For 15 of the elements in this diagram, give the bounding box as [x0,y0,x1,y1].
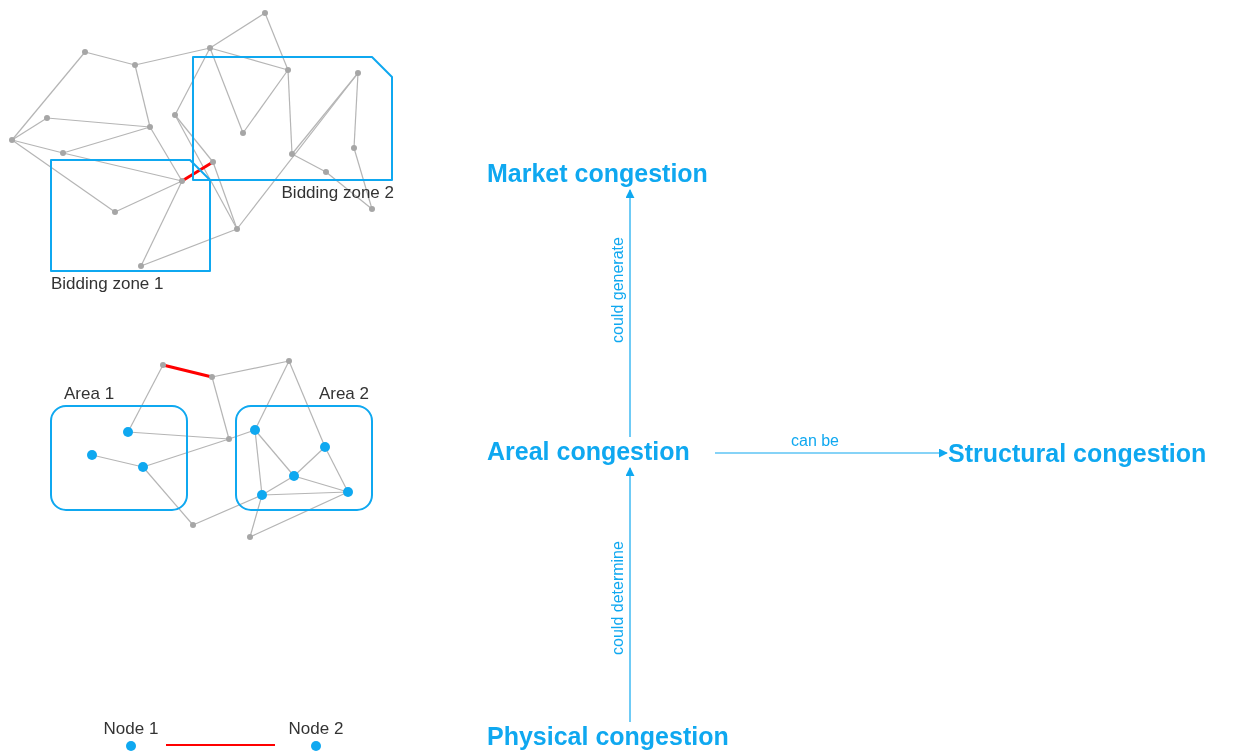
zone-label: Bidding zone 2 [280,182,394,204]
connector-line [166,743,275,747]
node-label: Node 1 [103,718,159,740]
arrow [625,467,635,723]
arrow [714,448,948,458]
arrow [625,189,635,438]
node-label: Node 2 [288,718,344,740]
area-label: Area 2 [318,383,370,405]
concept-label: Market congestion [487,157,708,189]
area-label: Area 1 [63,383,115,405]
zone-label: Bidding zone 1 [50,273,164,295]
concept-label: Physical congestion [487,720,729,751]
edge-label: could generate [609,235,627,345]
concept-label: Structural congestion [948,438,1207,470]
concept-label: Areal congestion [487,436,690,468]
